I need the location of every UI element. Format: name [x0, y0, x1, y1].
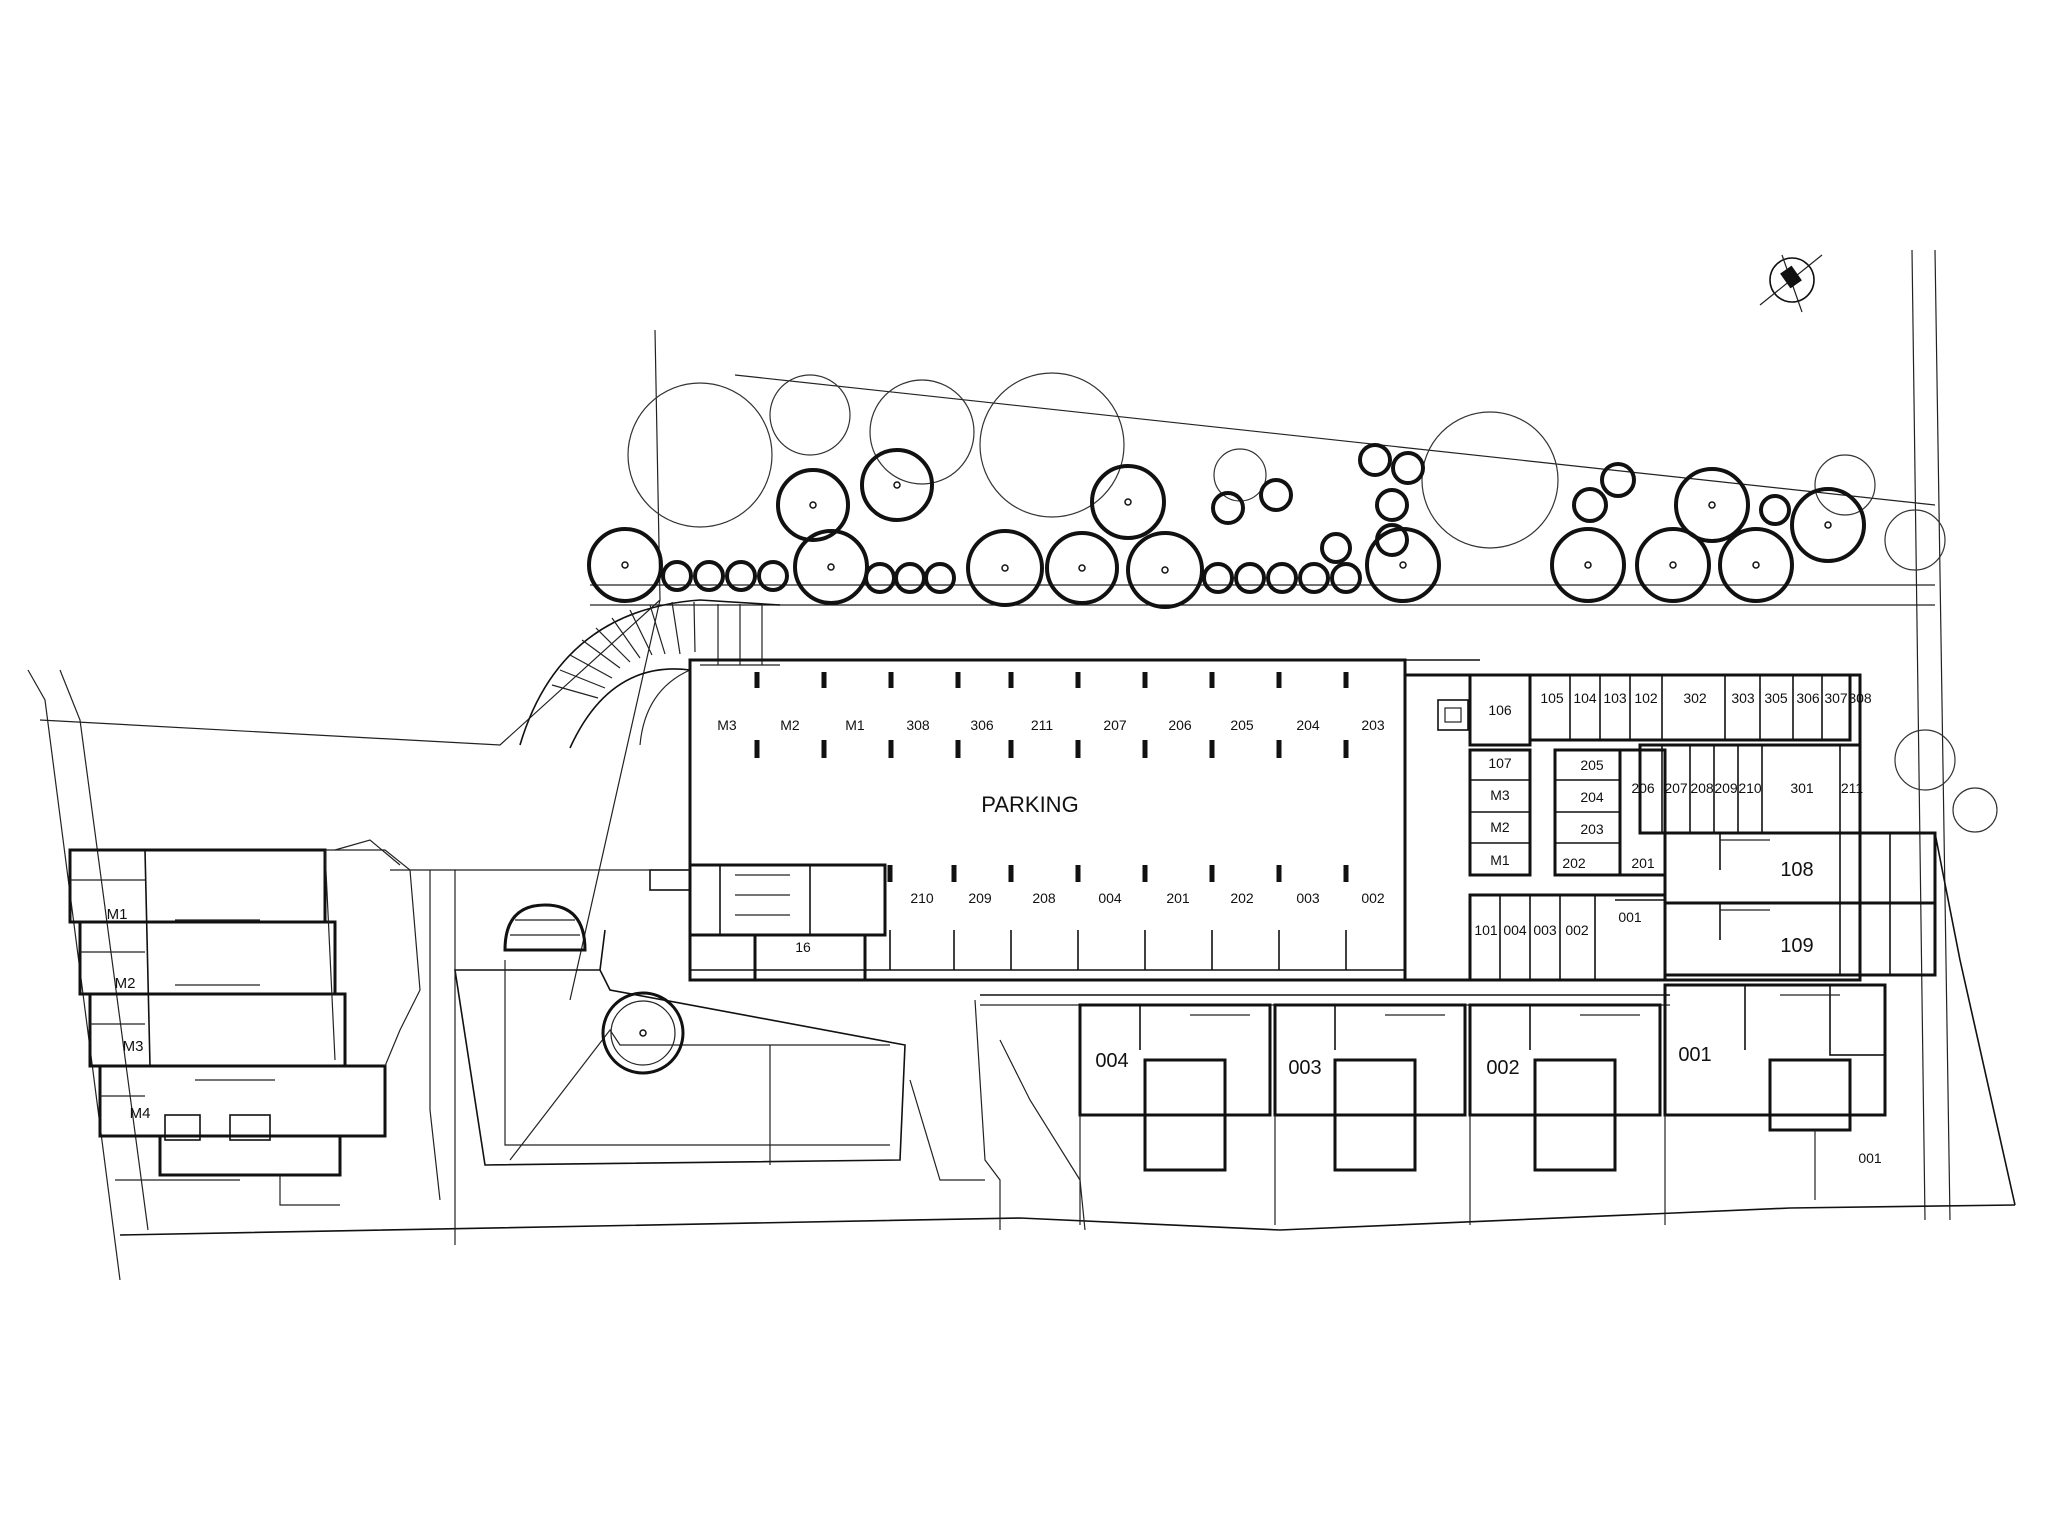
storage-label: 103 — [1603, 690, 1627, 706]
storage-label: 205 — [1580, 757, 1604, 773]
storage-label: 306 — [1796, 690, 1820, 706]
storage-label: 104 — [1573, 690, 1597, 706]
storage-label: 004 — [1503, 922, 1527, 938]
unit-label: M1 — [107, 906, 128, 923]
storage-label: 105 — [1540, 690, 1564, 706]
storage-label: 302 — [1683, 690, 1707, 706]
unit-label: M4 — [130, 1105, 151, 1122]
storage-block — [1403, 673, 1862, 982]
unit-label: 001 — [1678, 1044, 1711, 1066]
room-label-16: 16 — [795, 939, 811, 955]
unit-label: 002 — [1486, 1057, 1519, 1079]
west-unit-labels: M1 M2 M3 M4 — [107, 906, 151, 1122]
parking-space-label: 210 — [910, 890, 934, 906]
storage-label: 207 — [1664, 780, 1688, 796]
parking-space-label: 002 — [1361, 890, 1385, 906]
storage-label: 307 — [1824, 690, 1848, 706]
storage-label: 308 — [1848, 690, 1872, 706]
storage-label: 208 — [1690, 780, 1714, 796]
west-units — [68, 839, 421, 1206]
service-rooms — [649, 863, 887, 982]
curved-ramp — [519, 599, 781, 749]
storage-label: M3 — [1490, 787, 1510, 803]
storage-label: 301 — [1790, 780, 1814, 796]
parking-space-label: M3 — [717, 717, 737, 733]
storage-label: 206 — [1631, 780, 1655, 796]
storage-label: 003 — [1533, 922, 1557, 938]
north-arrow-icon — [1759, 254, 1823, 313]
parking-space-label: 211 — [1031, 717, 1054, 733]
parking-space-label: 204 — [1296, 717, 1320, 733]
south-units — [1078, 983, 1887, 1225]
storage-label: 202 — [1562, 855, 1586, 871]
storage-label: 002 — [1565, 922, 1589, 938]
storage-label: 211 — [1841, 780, 1864, 796]
unit-label-109: 109 — [1780, 935, 1813, 957]
storage-label: 101 — [1474, 922, 1498, 938]
parking-bottom-space-labels: 210 209 208 004 201 202 003 002 — [910, 890, 1385, 906]
parking-space-label: 206 — [1168, 717, 1192, 733]
site-boundary — [27, 249, 2016, 1281]
storage-label: 305 — [1764, 690, 1788, 706]
storage-label: M1 — [1490, 852, 1510, 868]
parking-space-label: 201 — [1166, 890, 1190, 906]
storage-label: 210 — [1738, 780, 1762, 796]
parking-space-label: 306 — [970, 717, 994, 733]
storage-label: M2 — [1490, 819, 1510, 835]
parking-space-label: 208 — [1032, 890, 1056, 906]
storage-label: 209 — [1714, 780, 1738, 796]
parking-space-label: 207 — [1103, 717, 1127, 733]
storage-label: 107 — [1488, 755, 1512, 771]
storage-label: 203 — [1580, 821, 1604, 837]
parking-space-label: 004 — [1098, 890, 1122, 906]
parking-space-label: 209 — [968, 890, 992, 906]
parking-top-space-labels: M3 M2 M1 308 306 211 207 206 205 204 203 — [717, 717, 1385, 733]
parking-space-label: M1 — [845, 717, 865, 733]
south-unit-labels: 004 003 002 001 — [1095, 1044, 1711, 1079]
parking-columns — [754, 672, 1349, 970]
courtyard — [454, 903, 906, 1166]
storage-label: 204 — [1580, 789, 1604, 805]
trees — [587, 443, 1866, 609]
unit-label: M3 — [123, 1038, 144, 1055]
east-units — [1663, 831, 2016, 1206]
unit-label-108: 108 — [1780, 859, 1813, 881]
storage-label: 201 — [1631, 855, 1655, 871]
parking-space-label: M2 — [780, 717, 800, 733]
parking-space-label: 202 — [1230, 890, 1254, 906]
parking-garage — [688, 658, 1480, 982]
storage-label: 303 — [1731, 690, 1755, 706]
unit-label-001-southeast: 001 — [1858, 1150, 1882, 1166]
parking-space-label: 003 — [1296, 890, 1320, 906]
parking-space-label: 205 — [1230, 717, 1254, 733]
unit-label: 004 — [1095, 1050, 1128, 1072]
storage-labels: 106 105 104 103 102 302 303 305 306 307 … — [1474, 690, 1872, 938]
unit-label: 003 — [1288, 1057, 1321, 1079]
parking-space-label: 203 — [1361, 717, 1385, 733]
storage-label: 106 — [1488, 702, 1512, 718]
parking-label: PARKING — [981, 792, 1078, 817]
storage-label: 001 — [1618, 909, 1642, 925]
storage-label: 102 — [1634, 690, 1658, 706]
parking-space-label: 308 — [906, 717, 930, 733]
unit-label: M2 — [115, 975, 136, 992]
